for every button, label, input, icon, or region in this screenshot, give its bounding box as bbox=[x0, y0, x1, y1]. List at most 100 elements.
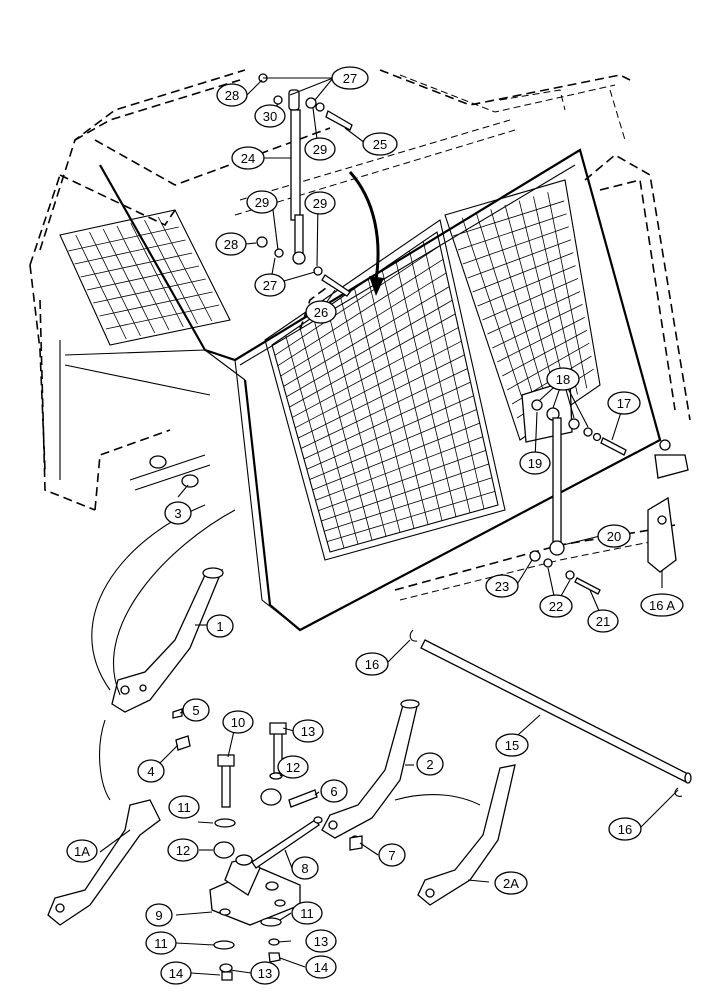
callout-label: 29 bbox=[313, 196, 327, 211]
callout-bubble bbox=[597, 524, 631, 548]
callout-label: 24 bbox=[241, 151, 255, 166]
callout-bubble bbox=[182, 698, 210, 722]
callout-bubble bbox=[164, 501, 192, 525]
callout-c14b: 14 bbox=[305, 955, 337, 979]
callout-label: 27 bbox=[263, 278, 277, 293]
callout-bubble bbox=[254, 273, 286, 297]
callout-label: 28 bbox=[224, 237, 238, 252]
callout-label: 13 bbox=[301, 724, 315, 739]
callout-label: 7 bbox=[388, 848, 395, 863]
callout-label: 8 bbox=[301, 861, 308, 876]
grille-panel-frame bbox=[59, 148, 662, 632]
callout-label: 13 bbox=[314, 934, 328, 949]
callout-bubble bbox=[587, 609, 619, 633]
callout-bubble bbox=[485, 574, 519, 598]
callout-c29a: 29 bbox=[304, 137, 336, 161]
callout-bubble bbox=[222, 710, 254, 734]
callout-label: 11 bbox=[177, 800, 191, 815]
callout-c26: 26 bbox=[305, 300, 337, 324]
callout-bubble bbox=[304, 137, 336, 161]
pivot-bushing bbox=[129, 454, 211, 491]
callout-c3: 3 bbox=[164, 501, 192, 525]
callout-c28b: 28 bbox=[215, 232, 247, 256]
callout-label: 2A bbox=[503, 876, 519, 891]
left-grille bbox=[59, 209, 231, 346]
callout-bubble bbox=[168, 795, 200, 819]
pedal-1 bbox=[91, 504, 236, 801]
callout-c8: 8 bbox=[291, 856, 319, 880]
callout-c16b: 16 bbox=[355, 652, 389, 676]
callout-bubble bbox=[277, 755, 309, 779]
callout-label: 12 bbox=[286, 760, 300, 775]
callout-c13b: 13 bbox=[305, 929, 337, 953]
callout-bubble bbox=[331, 66, 369, 90]
callout-c28a: 28 bbox=[216, 83, 248, 107]
callout-bubble bbox=[216, 83, 248, 107]
callout-bubble bbox=[304, 191, 336, 215]
callout-c12b: 12 bbox=[167, 838, 199, 862]
callout-c20: 20 bbox=[597, 524, 631, 548]
callout-c2a: 2A bbox=[494, 871, 528, 895]
callout-c12a: 12 bbox=[277, 755, 309, 779]
callout-bubble bbox=[305, 955, 337, 979]
center-grille bbox=[264, 219, 506, 561]
callout-label: 18 bbox=[556, 372, 570, 387]
callout-c16c: 16 bbox=[608, 817, 642, 841]
callout-c27a: 27 bbox=[331, 66, 369, 90]
callout-bubble bbox=[305, 300, 337, 324]
callout-label: 16 A bbox=[649, 598, 675, 613]
callout-bubble bbox=[320, 779, 348, 803]
callout-label: 16 bbox=[365, 657, 379, 672]
fastener-stack bbox=[172, 708, 363, 981]
callout-c27b: 27 bbox=[254, 273, 286, 297]
callout-bubble bbox=[519, 451, 551, 475]
pedal-2 bbox=[321, 699, 481, 845]
callout-bubble bbox=[160, 961, 192, 985]
callout-c9: 9 bbox=[145, 903, 173, 927]
latch-assembly bbox=[521, 379, 689, 595]
callout-label: 22 bbox=[549, 599, 563, 614]
callout-label: 3 bbox=[174, 506, 181, 521]
callout-bubble bbox=[291, 901, 323, 925]
callout-bubble bbox=[167, 838, 199, 862]
callout-label: 29 bbox=[255, 195, 269, 210]
callout-label: 5 bbox=[192, 703, 199, 718]
callout-bubble bbox=[215, 232, 247, 256]
callout-bubble bbox=[137, 759, 165, 783]
callout-c23: 23 bbox=[485, 574, 519, 598]
callout-bubble bbox=[640, 593, 684, 617]
callout-bubble bbox=[145, 931, 177, 955]
callout-c24: 24 bbox=[231, 146, 265, 170]
callout-label: 1A bbox=[74, 844, 90, 859]
callout-label: 14 bbox=[314, 960, 328, 975]
callout-label: 16 bbox=[618, 822, 632, 837]
callout-c4: 4 bbox=[137, 759, 165, 783]
callout-label: 26 bbox=[314, 305, 328, 320]
callout-c1a: 1A bbox=[66, 839, 98, 863]
callout-bubble bbox=[231, 146, 265, 170]
callout-bubble bbox=[416, 752, 444, 776]
callout-c30: 30 bbox=[254, 104, 286, 128]
callout-label: 23 bbox=[495, 579, 509, 594]
callout-label: 30 bbox=[263, 109, 277, 124]
rotation-arrow bbox=[348, 171, 384, 296]
machine-outline bbox=[29, 69, 691, 601]
callout-label: 11 bbox=[154, 936, 168, 951]
callout-label: 2 bbox=[426, 757, 433, 772]
callout-c2: 2 bbox=[416, 752, 444, 776]
callout-c13a: 13 bbox=[292, 719, 324, 743]
callout-label: 4 bbox=[147, 764, 154, 779]
cross-shaft bbox=[409, 629, 692, 797]
callout-label: 1 bbox=[216, 619, 223, 634]
pedal-bracket bbox=[209, 816, 323, 926]
callout-label: 28 bbox=[225, 88, 239, 103]
callout-c1: 1 bbox=[206, 614, 234, 638]
callout-c14a: 14 bbox=[160, 961, 192, 985]
callout-c25: 25 bbox=[362, 132, 398, 156]
callout-bubble bbox=[66, 839, 98, 863]
callout-bubble bbox=[362, 132, 398, 156]
callout-bubble bbox=[378, 843, 406, 867]
pedal-1a bbox=[47, 799, 161, 926]
